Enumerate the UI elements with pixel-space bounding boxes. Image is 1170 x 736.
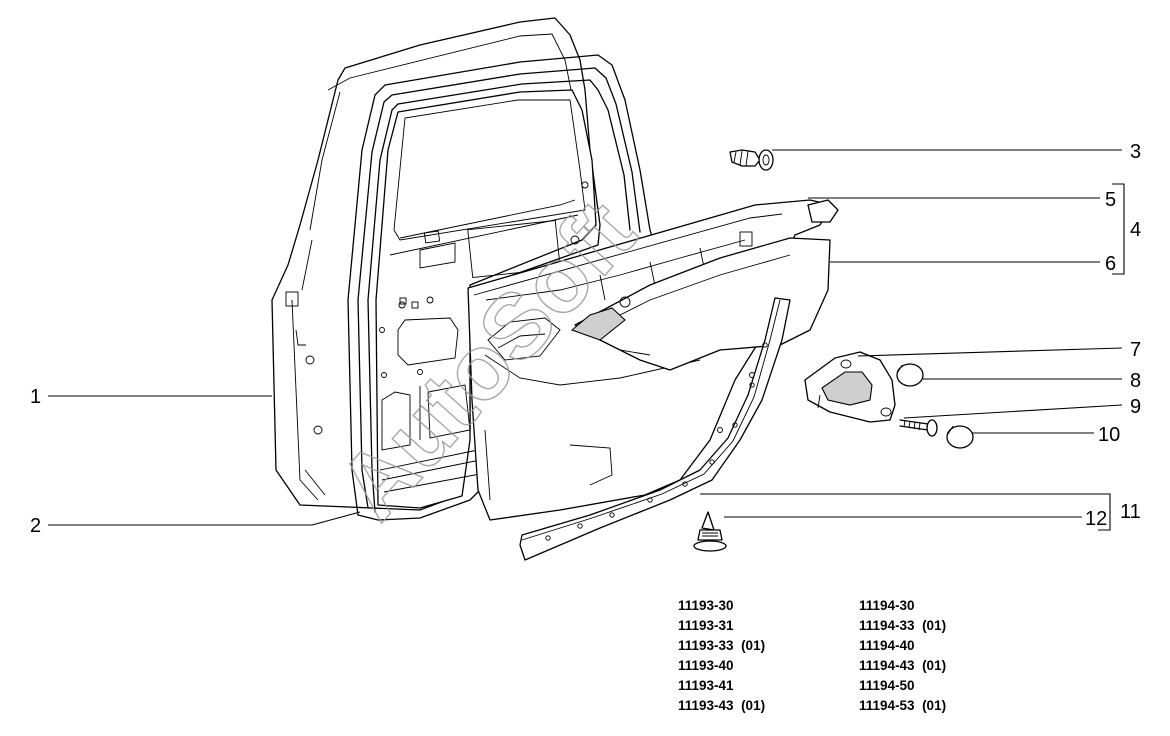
- callout-1: 1: [30, 386, 41, 408]
- callout-5: 5: [1105, 189, 1116, 211]
- model-code: 11193-30: [678, 598, 734, 613]
- callout-7: 7: [1130, 339, 1141, 361]
- callout-11: 11: [1120, 501, 1141, 523]
- callout-8: 8: [1130, 370, 1141, 392]
- clip: [693, 511, 727, 552]
- lower-seal-strip: [519, 199, 839, 561]
- cap-lower: [946, 425, 974, 449]
- callout-12: 12: [1085, 508, 1107, 530]
- model-code: 11193-31: [678, 618, 734, 633]
- model-code: 11194-53 (01): [859, 698, 947, 713]
- callout-10: 10: [1098, 424, 1120, 446]
- model-code: 11194-43 (01): [859, 658, 947, 673]
- model-codes-right-column: 11194-30 11194-33 (01) 11194-40 11194-43…: [859, 596, 946, 716]
- callout-9: 9: [1130, 396, 1141, 418]
- model-code: 11194-30: [859, 598, 915, 613]
- model-code: 11194-50: [859, 678, 915, 693]
- door-inner-panel: [375, 89, 597, 509]
- screw: [899, 419, 938, 437]
- handle-bezel: [804, 351, 896, 423]
- callout-labels: 1 2 3 4 5 6 7 8 9 10 11 12: [30, 141, 1141, 537]
- model-code: 11193-43 (01): [678, 698, 766, 713]
- callout-4: 4: [1130, 219, 1141, 241]
- callout-3: 3: [1130, 141, 1141, 163]
- model-code: 11194-33 (01): [859, 618, 947, 633]
- cap-upper: [896, 363, 924, 387]
- model-code: 11193-40: [678, 658, 734, 673]
- model-code: 11193-33 (01): [678, 638, 766, 653]
- leader-lines: [48, 149, 1125, 531]
- callout-2: 2: [30, 515, 41, 537]
- model-code: 11193-41: [678, 678, 734, 693]
- fastener-screw: [729, 149, 774, 171]
- model-codes-left-column: 11193-30 11193-31 11193-33 (01) 11193-40…: [678, 596, 765, 716]
- model-code: 11194-40: [859, 638, 915, 653]
- callout-6: 6: [1105, 253, 1116, 275]
